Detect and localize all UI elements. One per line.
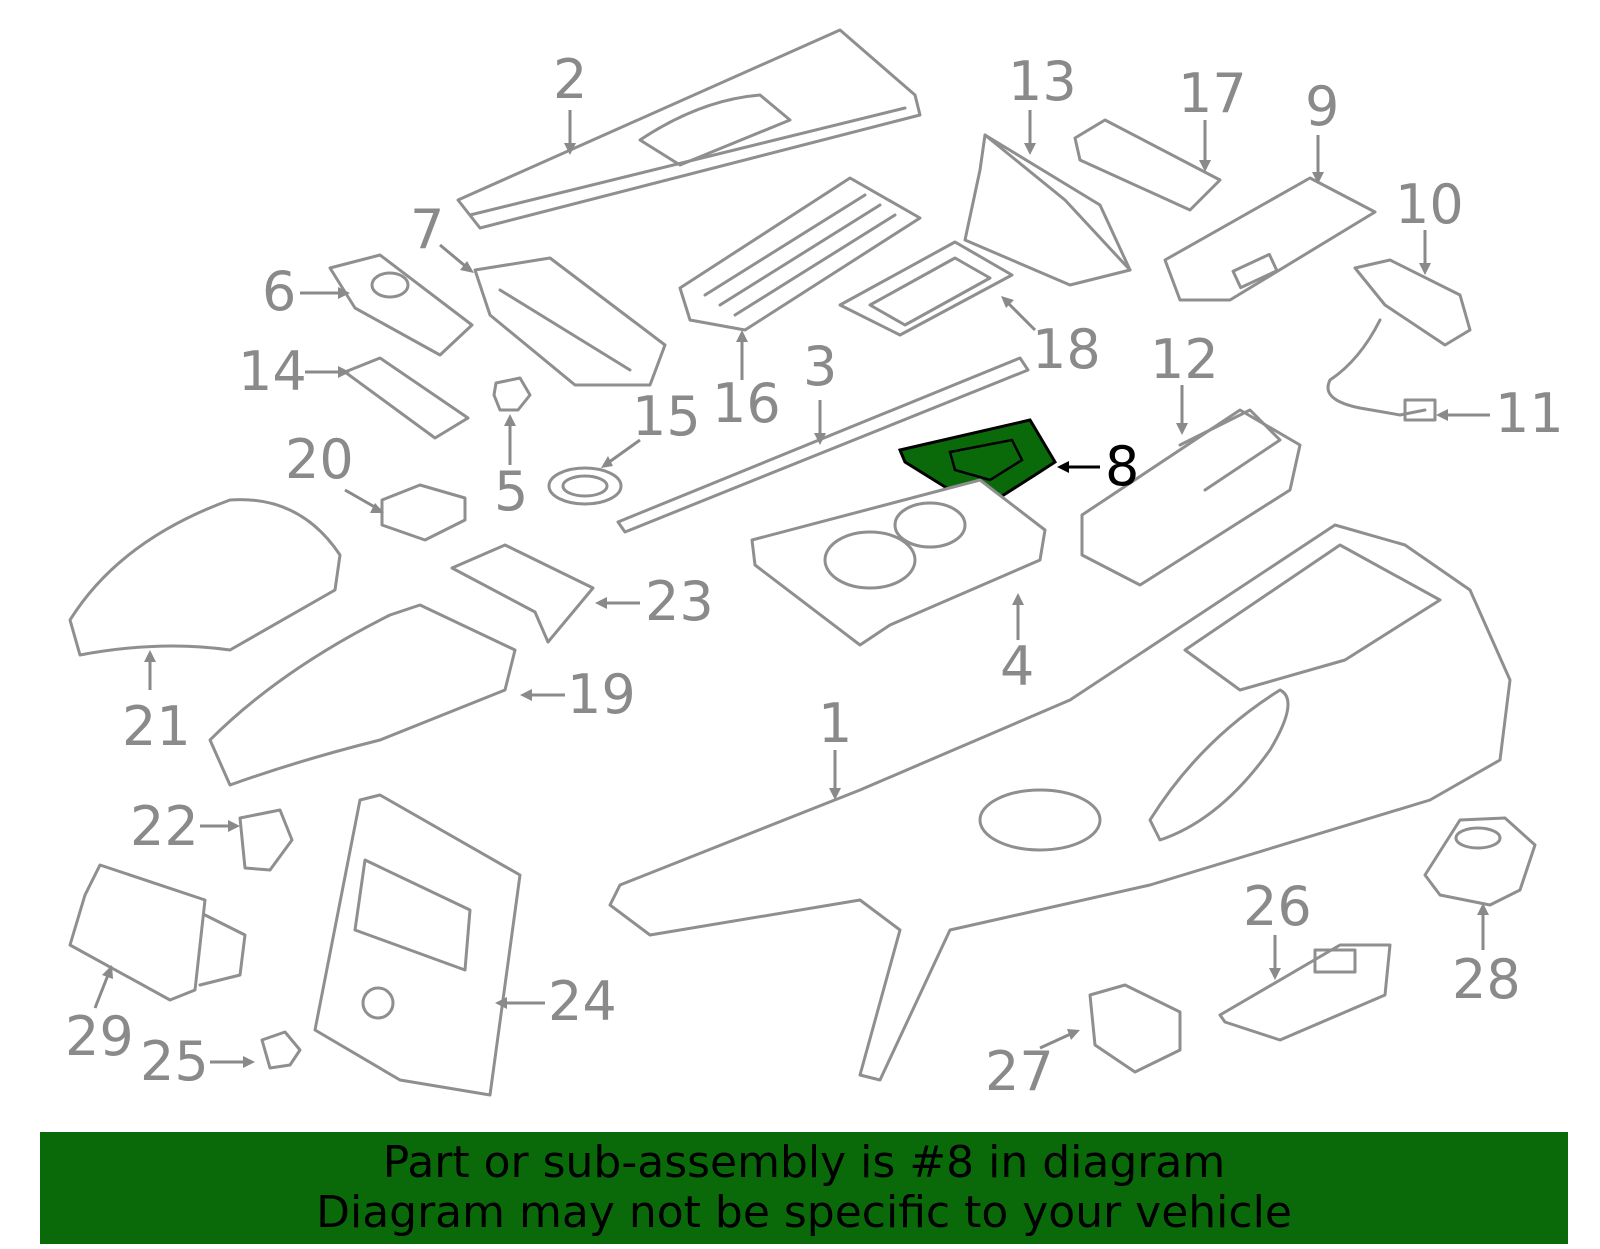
part-14[interactable] <box>343 356 470 440</box>
banner-line-1: Part or sub-assembly is #8 in diagram <box>382 1137 1226 1188</box>
callout-9[interactable]: 9 <box>1305 75 1339 138</box>
callout-4[interactable]: 4 <box>1000 635 1034 698</box>
callout-8[interactable]: 8 <box>1105 435 1139 498</box>
callout-24[interactable]: 24 <box>548 970 617 1033</box>
callout-6[interactable]: 6 <box>262 260 296 323</box>
callout-1[interactable]: 1 <box>818 692 852 755</box>
part-27[interactable] <box>1088 983 1182 1074</box>
part-11[interactable] <box>1326 318 1437 422</box>
callout-19[interactable]: 19 <box>567 663 636 726</box>
callout-23[interactable]: 23 <box>645 570 714 633</box>
callout-29[interactable]: 29 <box>65 1005 134 1068</box>
part-10[interactable] <box>1353 258 1472 347</box>
part-12[interactable] <box>1080 408 1302 587</box>
callout-20[interactable]: 20 <box>285 428 354 491</box>
callout-17[interactable]: 17 <box>1178 62 1247 125</box>
callout-labels: 1 2 3 4 5 6 7 8 9 10 11 12 13 14 15 16 1… <box>65 48 1564 1103</box>
callout-7[interactable]: 7 <box>410 198 444 261</box>
part-5[interactable] <box>492 376 532 412</box>
callout-21[interactable]: 21 <box>122 695 191 758</box>
part-13[interactable] <box>963 133 1132 287</box>
part-19[interactable] <box>208 603 517 787</box>
part-8[interactable] <box>897 418 1058 512</box>
callout-13[interactable]: 13 <box>1008 50 1077 113</box>
banner-line-2: Diagram may not be specific to your vehi… <box>316 1187 1292 1238</box>
part-2[interactable] <box>456 28 922 230</box>
part-21[interactable] <box>68 498 342 657</box>
callout-26[interactable]: 26 <box>1243 875 1312 938</box>
callout-2[interactable]: 2 <box>553 48 587 111</box>
callout-28[interactable]: 28 <box>1452 948 1521 1011</box>
part-25[interactable] <box>260 1030 302 1070</box>
part-4[interactable] <box>750 478 1047 647</box>
part-3[interactable] <box>616 356 1030 534</box>
part-29[interactable] <box>68 863 247 1002</box>
callout-15[interactable]: 15 <box>632 385 701 448</box>
part-26[interactable] <box>1218 943 1392 1042</box>
part-18[interactable] <box>838 240 1014 337</box>
callout-22[interactable]: 22 <box>130 795 199 858</box>
part-6[interactable] <box>328 253 474 357</box>
part-1[interactable] <box>608 523 1512 1082</box>
part-15[interactable] <box>547 466 623 506</box>
part-24[interactable] <box>313 793 522 1097</box>
callout-16[interactable]: 16 <box>712 372 781 435</box>
callout-3[interactable]: 3 <box>803 335 837 398</box>
part-17[interactable] <box>1073 118 1222 212</box>
callout-11[interactable]: 11 <box>1495 382 1564 445</box>
part-16[interactable] <box>678 176 922 332</box>
callout-18[interactable]: 18 <box>1032 318 1101 381</box>
part-9[interactable] <box>1163 176 1377 302</box>
part-7[interactable] <box>473 256 667 387</box>
callout-12[interactable]: 12 <box>1150 328 1219 391</box>
callout-5[interactable]: 5 <box>494 460 528 523</box>
info-banner: Part or sub-assembly is #8 in diagram Di… <box>40 1132 1568 1244</box>
part-28[interactable] <box>1423 816 1537 907</box>
part-20[interactable] <box>380 483 467 542</box>
part-22[interactable] <box>238 808 294 872</box>
callout-14[interactable]: 14 <box>238 340 307 403</box>
leader-arrows <box>93 110 1490 1068</box>
callout-10[interactable]: 10 <box>1395 173 1464 236</box>
callout-27[interactable]: 27 <box>985 1040 1054 1103</box>
part-23[interactable] <box>450 543 595 644</box>
callout-25[interactable]: 25 <box>140 1030 209 1093</box>
